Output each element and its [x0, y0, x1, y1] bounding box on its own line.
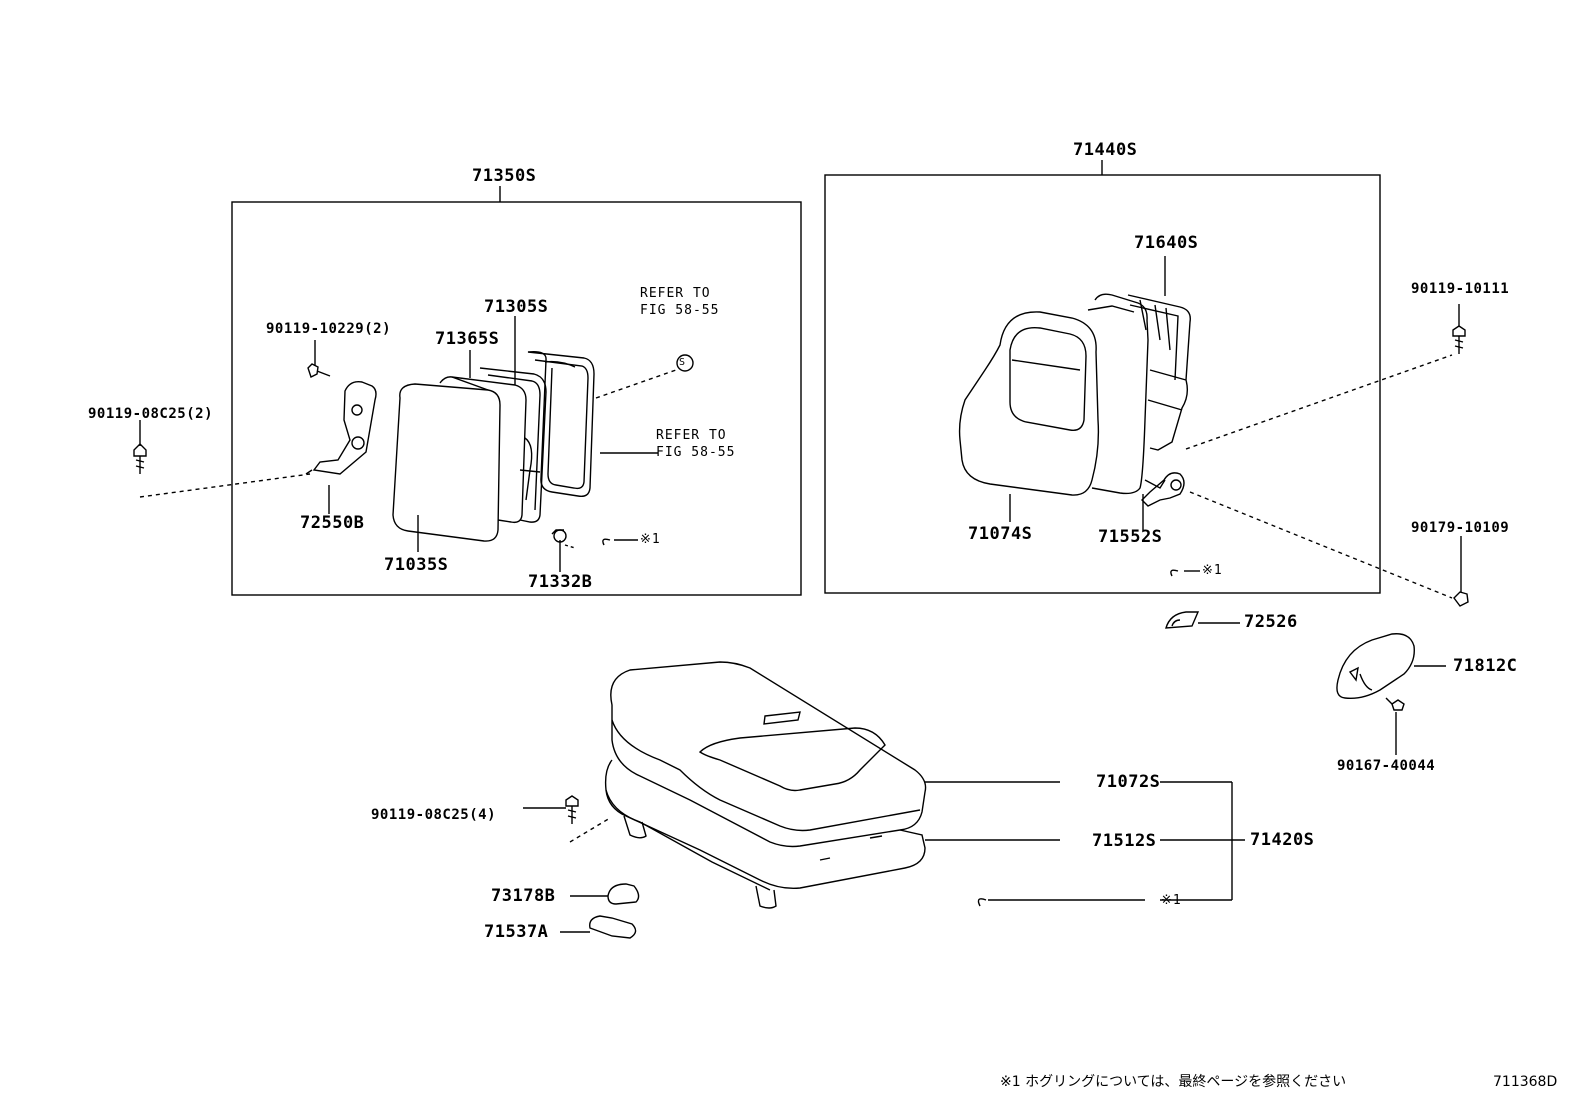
clip-71537A [589, 915, 637, 939]
s-mark: S [679, 357, 687, 368]
seatback-pad-71074S [958, 311, 1100, 496]
label-73178B: 73178B [491, 886, 556, 906]
label-71365S: 71365S [435, 329, 500, 349]
cap-73178B [607, 883, 640, 905]
footer-note: ※1 ホグリングについては、最終ページを参照ください [1000, 1074, 1347, 1090]
screw-90167-40044 [1385, 697, 1405, 711]
leader-lines-cushion [523, 781, 1245, 933]
refer-note-2-line1: REFER TO [656, 428, 727, 443]
figure-id: 711368D [1493, 1074, 1558, 1090]
hogring-ref-right: ※1 [1202, 563, 1223, 578]
refer-note-2-line2: FIG 58-55 [656, 445, 736, 460]
cover-72526 [1165, 611, 1200, 629]
label-71552S: 71552S [1098, 527, 1163, 547]
nut-90179-10109 [1453, 591, 1469, 607]
label-90119-08C25-4: 90119-08C25(4) [371, 807, 497, 823]
seat-frame-71512S [604, 759, 926, 909]
label-71305S: 71305S [484, 297, 549, 317]
group-box-71350S [231, 201, 802, 596]
label-71512S: 71512S [1092, 831, 1157, 851]
bolt-90119-08C25-left [133, 443, 147, 474]
label-90119-10111: 90119-10111 [1411, 281, 1510, 297]
label-71332B: 71332B [528, 572, 593, 592]
seatback-board-71552S [1087, 293, 1166, 495]
label-71537A: 71537A [484, 922, 549, 942]
seat-cushion-71072S [610, 661, 927, 848]
screw-71332B [551, 529, 567, 543]
label-72550B: 72550B [300, 513, 365, 533]
label-90119-08C25-2: 90119-08C25(2) [88, 406, 214, 422]
label-71420S: 71420S [1250, 830, 1315, 850]
label-71640S: 71640S [1134, 233, 1199, 253]
hinge-72550B [305, 381, 377, 475]
label-71440S: 71440S [1073, 140, 1138, 160]
label-71035S: 71035S [384, 555, 449, 575]
refer-note-1-line1: REFER TO [640, 286, 711, 301]
label-90179-10109: 90179-10109 [1411, 520, 1510, 536]
cover-71812C [1336, 633, 1415, 700]
bolt-90119-08C25-cushion [565, 795, 579, 824]
label-71072S: 71072S [1096, 772, 1161, 792]
hogring-ref-bottom: ※1 [1161, 893, 1182, 908]
seatback-board [527, 350, 595, 498]
refer-note-1-line2: FIG 58-55 [640, 303, 720, 318]
label-90119-10229: 90119-10229(2) [266, 321, 392, 337]
hinge-right [1141, 472, 1185, 507]
seatback-cover-71365S [439, 376, 527, 524]
hogring-ref-left: ※1 [640, 532, 661, 547]
bolt-90119-10111 [1452, 325, 1466, 354]
s-mark-circle [676, 354, 694, 372]
seatback-frame-71640S [1127, 294, 1191, 451]
leader-lines-left [139, 316, 677, 572]
bolt-90119-10229 [307, 363, 331, 378]
label-90167-40044: 90167-40044 [1337, 758, 1436, 774]
seatback-pad-71035S [392, 383, 501, 542]
seatback-frame-71305S [479, 367, 547, 523]
leader-lines-right [1009, 256, 1462, 755]
label-71074S: 71074S [968, 524, 1033, 544]
label-71350S: 71350S [472, 166, 537, 186]
label-71812C: 71812C [1453, 656, 1518, 676]
label-72526: 72526 [1244, 612, 1298, 632]
